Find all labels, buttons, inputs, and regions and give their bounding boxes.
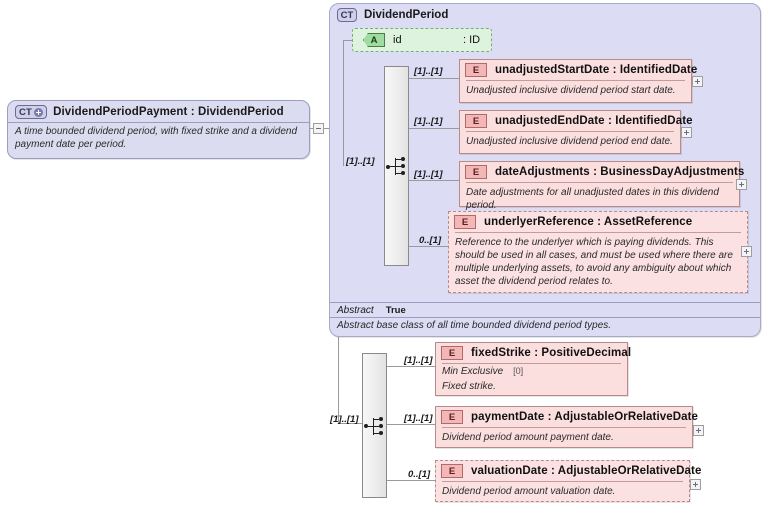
root-complextype-header: CT DividendPeriodPayment : DividendPerio…: [8, 101, 309, 122]
expand-toggle-dateadjustments[interactable]: [736, 179, 747, 190]
abstract-documentation: Abstract base class of all time bounded …: [330, 317, 760, 333]
attribute-name: id: [393, 34, 402, 46]
cardinality-element-0: [1]..[1]: [414, 66, 443, 77]
connector-attribute-horizontal: [343, 40, 352, 41]
abstract-value: True: [385, 304, 406, 316]
complextype-badge-label: CT: [19, 106, 33, 118]
sequence-icon: [363, 416, 386, 435]
element-fixedstrike[interactable]: E fixedStrike : PositiveDecimal Min Excl…: [435, 342, 631, 396]
element-header: E underlyerReference : AssetReference: [449, 212, 747, 232]
element-badge: E: [465, 114, 487, 128]
connector-payment-1: [387, 424, 435, 425]
connector-element-0: [409, 78, 459, 79]
root-complextype-documentation: A time bounded dividend period, with fix…: [8, 122, 309, 155]
cardinality-element-2: [1]..[1]: [414, 169, 443, 180]
complextype-badge: CT: [15, 105, 48, 119]
abstract-label: Abstract: [337, 304, 374, 316]
element-header: E valuationDate : AdjustableOrRelativeDa…: [436, 461, 701, 481]
cardinality-element-1: [1]..[1]: [414, 116, 443, 127]
expand-toggle-underlyerreference[interactable]: [741, 246, 752, 257]
element-title: underlyerReference : AssetReference: [484, 216, 693, 228]
element-documentation: Unadjusted inclusive dividend period sta…: [466, 80, 685, 101]
connector-element-1: [409, 128, 459, 129]
element-dateadjustments[interactable]: E dateAdjustments : BusinessDayAdjustmen…: [459, 161, 744, 211]
root-collapse-toggle[interactable]: [313, 123, 324, 134]
attribute-type: : ID: [463, 34, 481, 46]
dividendperiod-group-header: CT DividendPeriod: [330, 4, 760, 22]
element-unadjustedenddate[interactable]: E unadjustedEndDate : IdentifiedDate Una…: [459, 110, 693, 154]
element-unadjustedstartdate[interactable]: E unadjustedStartDate : IdentifiedDate U…: [459, 59, 697, 103]
root-complextype-title: DividendPeriodPayment : DividendPeriod: [53, 106, 284, 118]
element-badge: E: [441, 410, 463, 424]
element-title: valuationDate : AdjustableOrRelativeDate: [471, 465, 702, 477]
payment-sequence-cardinality: [1]..[1]: [330, 414, 359, 425]
element-header: E paymentDate : AdjustableOrRelativeDate: [436, 407, 698, 427]
connector-to-payment-sequence: [338, 423, 362, 424]
payment-sequence-compositor[interactable]: [362, 353, 387, 498]
element-badge: E: [441, 464, 463, 478]
connector-element-3: [409, 246, 459, 247]
expand-toggle-valuationdate[interactable]: [690, 479, 701, 490]
abstract-row: Abstract True: [330, 302, 760, 317]
element-title: paymentDate : AdjustableOrRelativeDate: [471, 411, 699, 423]
element-documentation: Date adjustments for all unadjusted date…: [466, 182, 733, 216]
element-title: unadjustedEndDate : IdentifiedDate: [495, 115, 693, 127]
element-title: fixedStrike : PositiveDecimal: [471, 347, 632, 359]
element-documentation: Unadjusted inclusive dividend period end…: [466, 131, 674, 152]
attribute-id-box[interactable]: A id : ID: [352, 28, 492, 52]
element-badge: E: [454, 215, 476, 229]
element-title: dateAdjustments : BusinessDayAdjustments: [495, 166, 745, 178]
element-header: E fixedStrike : PositiveDecimal: [436, 343, 631, 363]
cardinality-payment-0: [1]..[1]: [404, 355, 433, 366]
connector-attribute-vertical: [343, 40, 344, 166]
element-underlyerreference[interactable]: E underlyerReference : AssetReference Re…: [448, 211, 748, 293]
cardinality-element-3: 0..[1]: [419, 235, 442, 246]
element-documentation: Dividend period amount payment date.: [442, 427, 686, 448]
group-sequence-compositor[interactable]: [384, 66, 409, 266]
element-documentation: Fixed strike.: [442, 381, 496, 392]
connector-root-stub: [310, 128, 314, 129]
facet-label: Min Exclusive: [442, 366, 504, 377]
connector-payment-0: [387, 366, 435, 367]
plus-circle-icon[interactable]: [34, 107, 44, 117]
connector-element-2: [409, 180, 459, 181]
cardinality-payment-2: 0..[1]: [408, 469, 431, 480]
group-complextype-badge: CT: [337, 8, 357, 22]
element-badge: E: [465, 165, 487, 179]
cardinality-payment-1: [1]..[1]: [404, 413, 433, 424]
element-header: E dateAdjustments : BusinessDayAdjustmen…: [460, 162, 744, 182]
element-header: E unadjustedEndDate : IdentifiedDate: [460, 111, 693, 131]
dividendperiod-group-title: DividendPeriod: [364, 9, 449, 21]
element-documentation: Reference to the underlyer which is payi…: [455, 232, 741, 292]
element-badge: E: [465, 63, 487, 77]
expand-toggle-unadjustedstartdate[interactable]: [692, 76, 703, 87]
root-complextype-box[interactable]: CT DividendPeriodPayment : DividendPerio…: [7, 100, 310, 159]
element-documentation: Dividend period amount valuation date.: [442, 481, 683, 502]
expand-toggle-paymentdate[interactable]: [693, 425, 704, 436]
element-header: E unadjustedStartDate : IdentifiedDate: [460, 60, 697, 80]
attribute-badge: A: [363, 33, 385, 47]
element-facet: Min Exclusive [0]: [442, 363, 621, 379]
connector-payment-2: [387, 480, 435, 481]
expand-toggle-unadjustedenddate[interactable]: [681, 127, 692, 138]
element-title: unadjustedStartDate : IdentifiedDate: [495, 64, 698, 76]
element-badge: E: [441, 346, 463, 360]
element-valuationdate[interactable]: E valuationDate : AdjustableOrRelativeDa…: [435, 460, 701, 502]
element-paymentdate[interactable]: E paymentDate : AdjustableOrRelativeDate…: [435, 406, 698, 448]
facet-value: [0]: [513, 366, 524, 376]
group-sequence-cardinality: [1]..[1]: [346, 156, 375, 167]
sequence-icon: [385, 157, 408, 175]
